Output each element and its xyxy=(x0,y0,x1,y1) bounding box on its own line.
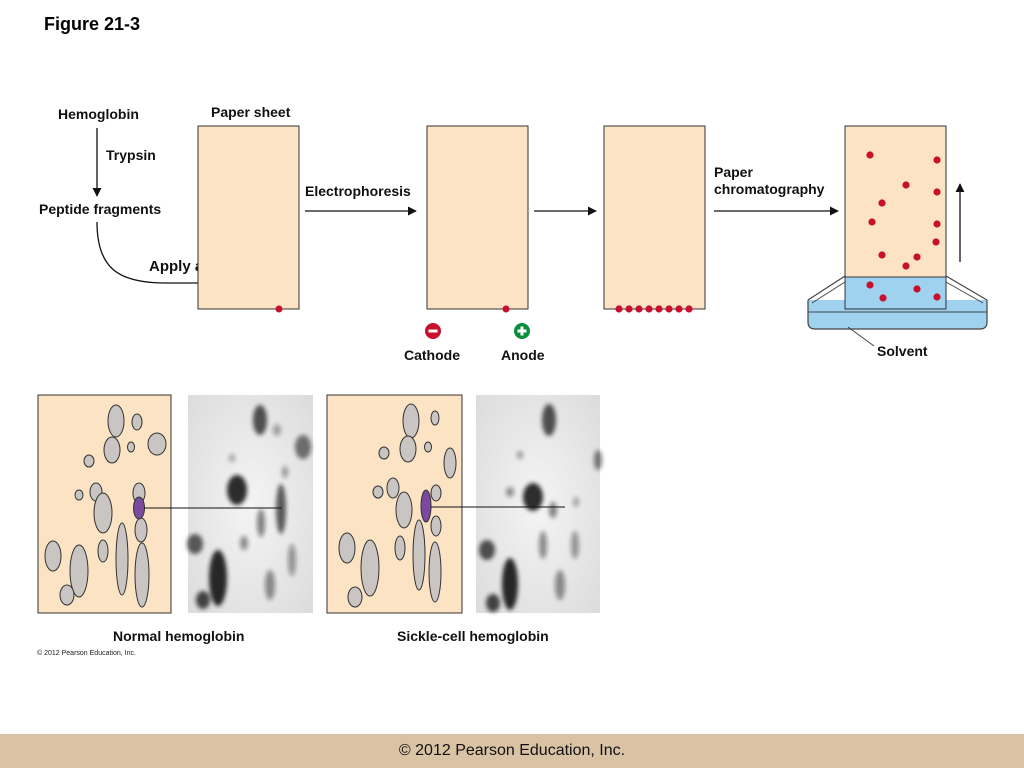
label-sickle-cell-hemoglobin: Sickle-cell hemoglobin xyxy=(397,628,549,644)
normal-map-spots xyxy=(44,404,167,608)
label-paper-chromatography-1: Paper xyxy=(714,164,753,180)
fingerprint-spot xyxy=(878,251,886,259)
label-paper-chromatography-2: chromatography xyxy=(714,181,825,197)
paper-sheet-1 xyxy=(197,125,300,310)
fingerprint-spot xyxy=(932,238,940,246)
fingerprint-spot xyxy=(933,220,941,228)
separated-spot xyxy=(635,305,643,313)
paper-sheet-3 xyxy=(603,125,706,310)
fingerprint-spot xyxy=(913,285,921,293)
separated-spot xyxy=(655,305,663,313)
slide-title: Figure 21-3 xyxy=(44,14,141,34)
fingerprint-spot xyxy=(902,181,910,189)
fingerprint-spot xyxy=(933,293,941,301)
separated-spot xyxy=(615,305,623,313)
sample-spot-2 xyxy=(502,305,510,313)
fingerprint-spot xyxy=(868,218,876,226)
fingerprint-spot xyxy=(902,262,910,270)
highlighted-peptide-sickle xyxy=(420,489,432,523)
fingerprint-spot xyxy=(878,199,886,207)
minus-circle-icon xyxy=(425,323,441,339)
sickle-photo xyxy=(476,395,602,613)
separated-spot xyxy=(665,305,673,313)
label-electrophoresis: Electrophoresis xyxy=(305,183,411,199)
plus-circle-icon xyxy=(514,323,530,339)
footer-credit: © 2012 Pearson Education, Inc. xyxy=(398,742,626,759)
fingerprint-spots xyxy=(866,151,941,302)
separated-spot xyxy=(685,305,693,313)
label-solvent: Solvent xyxy=(877,343,928,359)
label-anode: Anode xyxy=(501,347,545,363)
fingerprint-spot xyxy=(933,188,941,196)
fingerprinting-diagram: Hemoglobin Trypsin Peptide fragments App… xyxy=(37,104,988,644)
fingerprint-spot xyxy=(913,253,921,261)
footer-bar: © 2012 Pearson Education, Inc. xyxy=(0,734,1024,768)
paper-sheet-2 xyxy=(426,125,529,310)
separated-spots xyxy=(615,305,693,313)
fingerprint-spot xyxy=(933,156,941,164)
label-paper-sheet: Paper sheet xyxy=(211,104,291,120)
separated-spot xyxy=(625,305,633,313)
label-trypsin: Trypsin xyxy=(106,147,156,163)
highlighted-peptide-normal xyxy=(133,496,145,520)
sample-spot xyxy=(275,305,283,313)
label-hemoglobin: Hemoglobin xyxy=(58,106,139,122)
fingerprint-spot xyxy=(866,281,874,289)
normal-photo xyxy=(187,395,313,613)
sickle-map-panel xyxy=(326,394,463,614)
fingerprint-spot xyxy=(866,151,874,159)
solvent-leader-line xyxy=(847,326,875,347)
label-cathode: Cathode xyxy=(404,347,460,363)
sickle-map-spots xyxy=(338,403,457,608)
separated-spot xyxy=(675,305,683,313)
fingerprint-spot xyxy=(879,294,887,302)
solvent-front xyxy=(844,276,947,310)
label-peptide-fragments: Peptide fragments xyxy=(39,201,161,217)
inline-credit: © 2012 Pearson Education, Inc. xyxy=(37,650,136,657)
label-normal-hemoglobin: Normal hemoglobin xyxy=(113,628,244,644)
separated-spot xyxy=(645,305,653,313)
